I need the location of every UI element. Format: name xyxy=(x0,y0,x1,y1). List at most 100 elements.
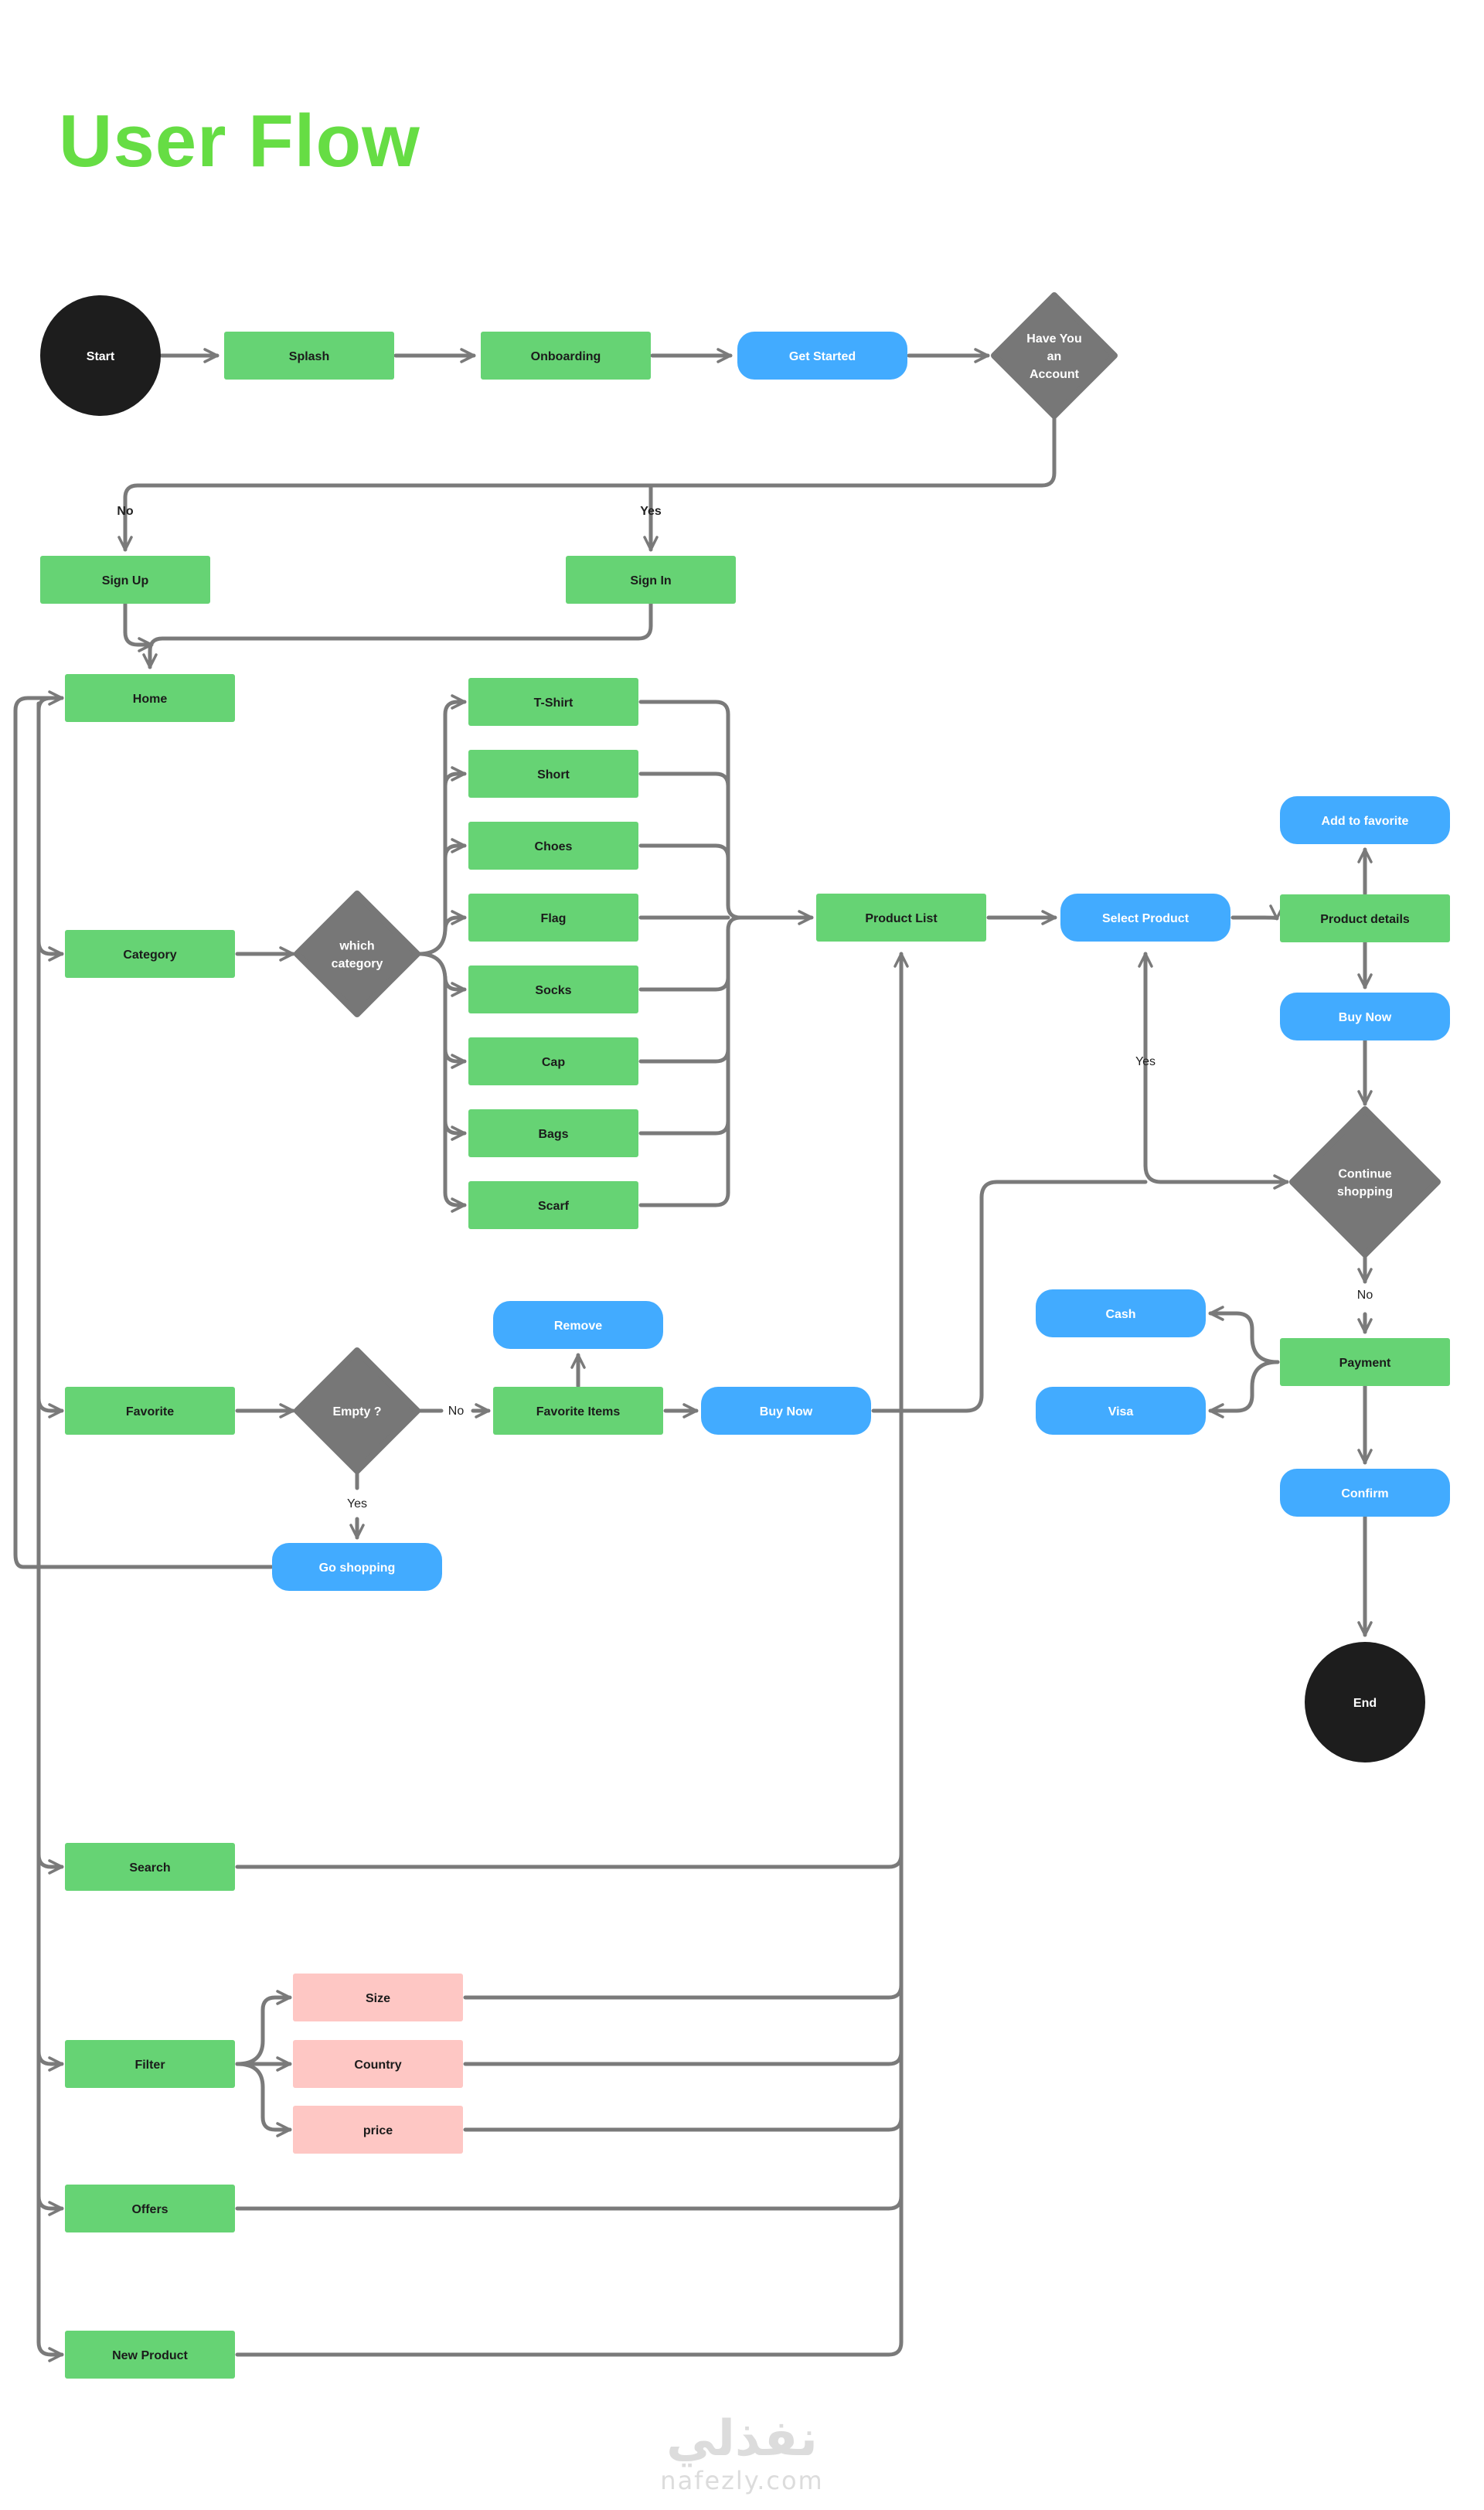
flow-edge xyxy=(443,910,467,932)
node-favorite: Favorite xyxy=(65,1387,235,1435)
node-label: Size xyxy=(366,1992,390,2005)
node-label: Visa xyxy=(1108,1405,1134,1418)
flow-edge xyxy=(417,694,467,956)
flow-edge xyxy=(36,696,64,713)
flow-edge xyxy=(638,915,743,1207)
node-label: Confirm xyxy=(1341,1487,1388,1500)
node-remove: Remove xyxy=(493,1301,663,1349)
node-cap: Cap xyxy=(468,1037,638,1085)
watermark-arabic: نفذلي xyxy=(666,2410,818,2467)
flow-edge xyxy=(638,975,730,992)
flow-edge xyxy=(1143,1163,1289,1190)
node-country: Country xyxy=(293,2040,463,2088)
flow-edge xyxy=(235,1990,292,2066)
node-buy-now-top: Buy Now xyxy=(1280,993,1450,1040)
node-label: Filter xyxy=(134,2059,165,2072)
node-label: Country xyxy=(354,2059,401,2072)
flow-edge xyxy=(1208,1360,1280,1418)
node-start: Start xyxy=(40,295,161,416)
flow-edge xyxy=(443,1119,467,1141)
node-bags: Bags xyxy=(468,1109,638,1157)
nafezly-watermark: نفذلي nafezly.com xyxy=(649,2412,835,2495)
node-label: End xyxy=(1353,1697,1377,1710)
node-visa: Visa xyxy=(1036,1387,1206,1435)
flow-edge xyxy=(463,2115,904,2132)
flow-edge xyxy=(1208,1306,1280,1364)
node-size: Size xyxy=(293,1974,463,2021)
node-label: Favorite Items xyxy=(536,1405,621,1418)
flow-edge xyxy=(142,601,653,669)
node-label: Get Started xyxy=(789,350,856,363)
node-label: Choes xyxy=(535,840,573,853)
node-label: Bags xyxy=(538,1128,568,1141)
node-label: Select Product xyxy=(1102,912,1190,925)
node-label: Offers xyxy=(131,2203,168,2216)
flow-edge xyxy=(235,1852,904,2357)
node-filter: Filter xyxy=(65,2040,235,2088)
flow-edge xyxy=(638,700,814,925)
node-label: Empty ? xyxy=(332,1405,381,1418)
node-category: Category xyxy=(65,930,235,978)
edge-label-yes: Yes xyxy=(347,1497,367,1510)
node-label: Payment xyxy=(1339,1357,1391,1370)
node-offers: Offers xyxy=(65,2185,235,2232)
node-label: an xyxy=(1047,350,1062,363)
node-label: price xyxy=(363,2124,393,2137)
node-label: Short xyxy=(537,768,570,782)
node-label: Favorite xyxy=(126,1405,174,1418)
node-label: New Product xyxy=(112,2349,188,2362)
node-label: Home xyxy=(133,693,168,706)
flow-edge xyxy=(123,601,154,652)
node-go-shopping: Go shopping xyxy=(272,1543,442,1591)
flow-edge xyxy=(638,1119,730,1136)
node-choes: Choes xyxy=(468,822,638,870)
node-cash: Cash xyxy=(1036,1289,1206,1337)
node-onboarding: Onboarding xyxy=(481,332,651,380)
node-sign-up: Sign Up xyxy=(40,556,210,604)
node-label: Sign In xyxy=(630,574,671,587)
page-title: User Flow xyxy=(59,100,420,182)
node-payment: Payment xyxy=(1280,1338,1450,1386)
node-price: price xyxy=(293,2106,463,2154)
node-scarf: Scarf xyxy=(468,1181,638,1229)
node-label: Onboarding xyxy=(531,350,601,363)
watermark-latin: nafezly.com xyxy=(660,2466,824,2495)
node-label: Buy Now xyxy=(760,1405,813,1418)
node-end: End xyxy=(1305,1642,1425,1762)
node-empty: Empty ? xyxy=(294,1347,420,1474)
flow-edge xyxy=(443,975,467,997)
flow-edge xyxy=(463,1983,904,2000)
node-confirm: Confirm xyxy=(1280,1469,1450,1517)
node-label: Scarf xyxy=(538,1200,570,1213)
node-label: Have You xyxy=(1026,332,1081,346)
node-label: Continue xyxy=(1338,1168,1391,1181)
node-label: Flag xyxy=(541,912,567,925)
flow-edge xyxy=(36,1396,64,1418)
node-flag: Flag xyxy=(468,894,638,942)
node-search: Search xyxy=(65,1843,235,1891)
node-product-list: Product List xyxy=(816,894,986,942)
flow-edge xyxy=(117,415,1057,552)
flow-edge xyxy=(443,766,467,788)
flow-edge xyxy=(235,2062,292,2137)
node-label: Product details xyxy=(1320,913,1410,926)
flow-edge xyxy=(36,2194,64,2216)
node-socks: Socks xyxy=(468,966,638,1013)
edge-label-no: No xyxy=(448,1405,465,1418)
node-short: Short xyxy=(468,750,638,798)
node-label: Cap xyxy=(542,1056,565,1069)
flow-edge xyxy=(443,838,467,860)
node-new-product: New Product xyxy=(65,2331,235,2379)
node-add-to-favorite: Add to favorite xyxy=(1280,796,1450,844)
node-product-details: Product details xyxy=(1280,894,1450,942)
node-label: category xyxy=(332,958,383,971)
node-label: Buy Now xyxy=(1339,1011,1392,1024)
flow-edge xyxy=(36,2049,64,2072)
node-sign-in: Sign In xyxy=(566,556,736,604)
flow-edge xyxy=(638,1047,730,1064)
node-label: Socks xyxy=(535,984,571,997)
node-label: Product List xyxy=(865,912,938,925)
flow-edge xyxy=(638,843,730,860)
